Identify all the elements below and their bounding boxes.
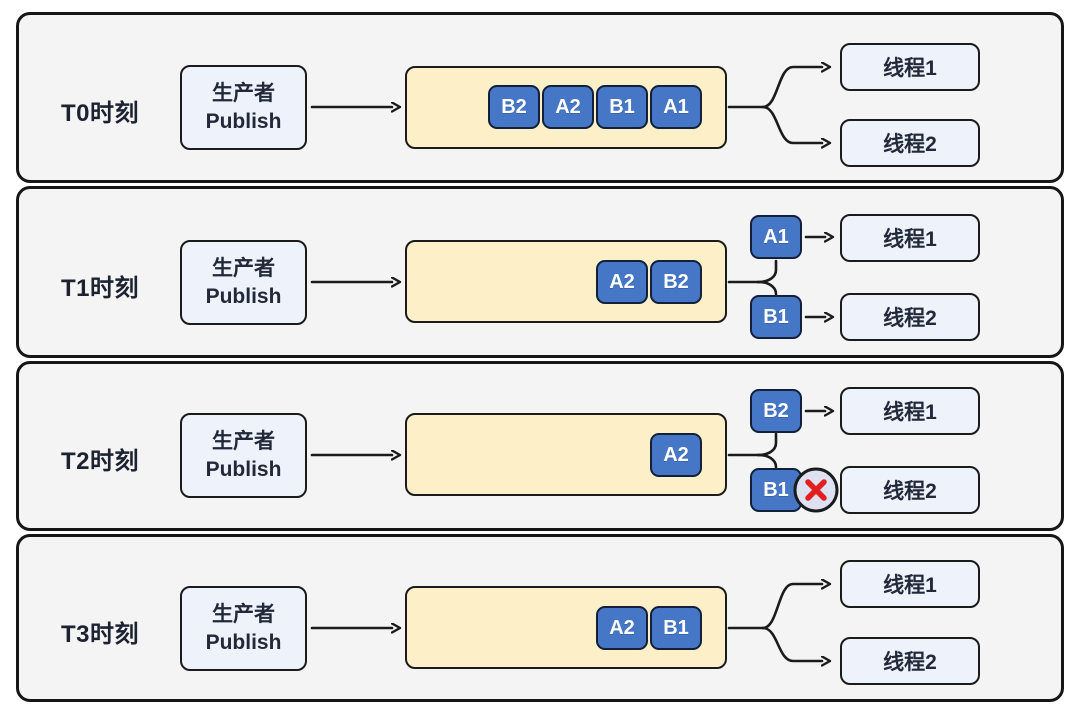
thread2-box-t0: 线程2 [840, 119, 980, 167]
thread1-box-t1: 线程1 [840, 214, 980, 262]
queue-item-chip: B2 [488, 85, 540, 129]
producer-label-en: Publish [205, 284, 282, 308]
queue-item-chip: A1 [650, 85, 702, 129]
producer-box-t2: 生产者 Publish [180, 413, 307, 498]
producer-label-en: Publish [205, 630, 282, 654]
producer-box-t1: 生产者 Publish [180, 240, 307, 325]
queue-item-chip: B1 [596, 85, 648, 129]
producer-label-cn: 生产者 [212, 256, 275, 280]
dispatch-chip: B1 [750, 295, 802, 339]
producer-box-t3: 生产者 Publish [180, 586, 307, 671]
queue-item-chip: A2 [542, 85, 594, 129]
dispatch-chip: A1 [750, 215, 802, 259]
queue-item-chip: B2 [650, 260, 702, 304]
thread1-box-t3: 线程1 [840, 560, 980, 608]
thread1-box-t0: 线程1 [840, 43, 980, 91]
time-label-t3: T3时刻 [60, 621, 139, 648]
thread2-box-t3: 线程2 [840, 637, 980, 685]
time-label-t1: T1时刻 [60, 275, 139, 302]
producer-label-en: Publish [205, 109, 282, 133]
queue-item-chip: B1 [650, 606, 702, 650]
time-label-t2: T2时刻 [60, 448, 139, 475]
time-label-t0: T0时刻 [60, 100, 139, 127]
thread2-box-t2: 线程2 [840, 466, 980, 514]
queue-item-chip: A2 [650, 433, 702, 477]
producer-label-cn: 生产者 [212, 81, 275, 105]
thread2-box-t1: 线程2 [840, 293, 980, 341]
queue-item-chip: A2 [596, 606, 648, 650]
dispatch-chip: B1 [750, 468, 802, 512]
thread1-box-t2: 线程1 [840, 387, 980, 435]
dispatch-chip: B2 [750, 389, 802, 433]
producer-label-cn: 生产者 [212, 429, 275, 453]
producer-label-cn: 生产者 [212, 602, 275, 626]
producer-box-t0: 生产者 Publish [180, 65, 307, 150]
queue-item-chip: A2 [596, 260, 648, 304]
producer-label-en: Publish [205, 457, 282, 481]
